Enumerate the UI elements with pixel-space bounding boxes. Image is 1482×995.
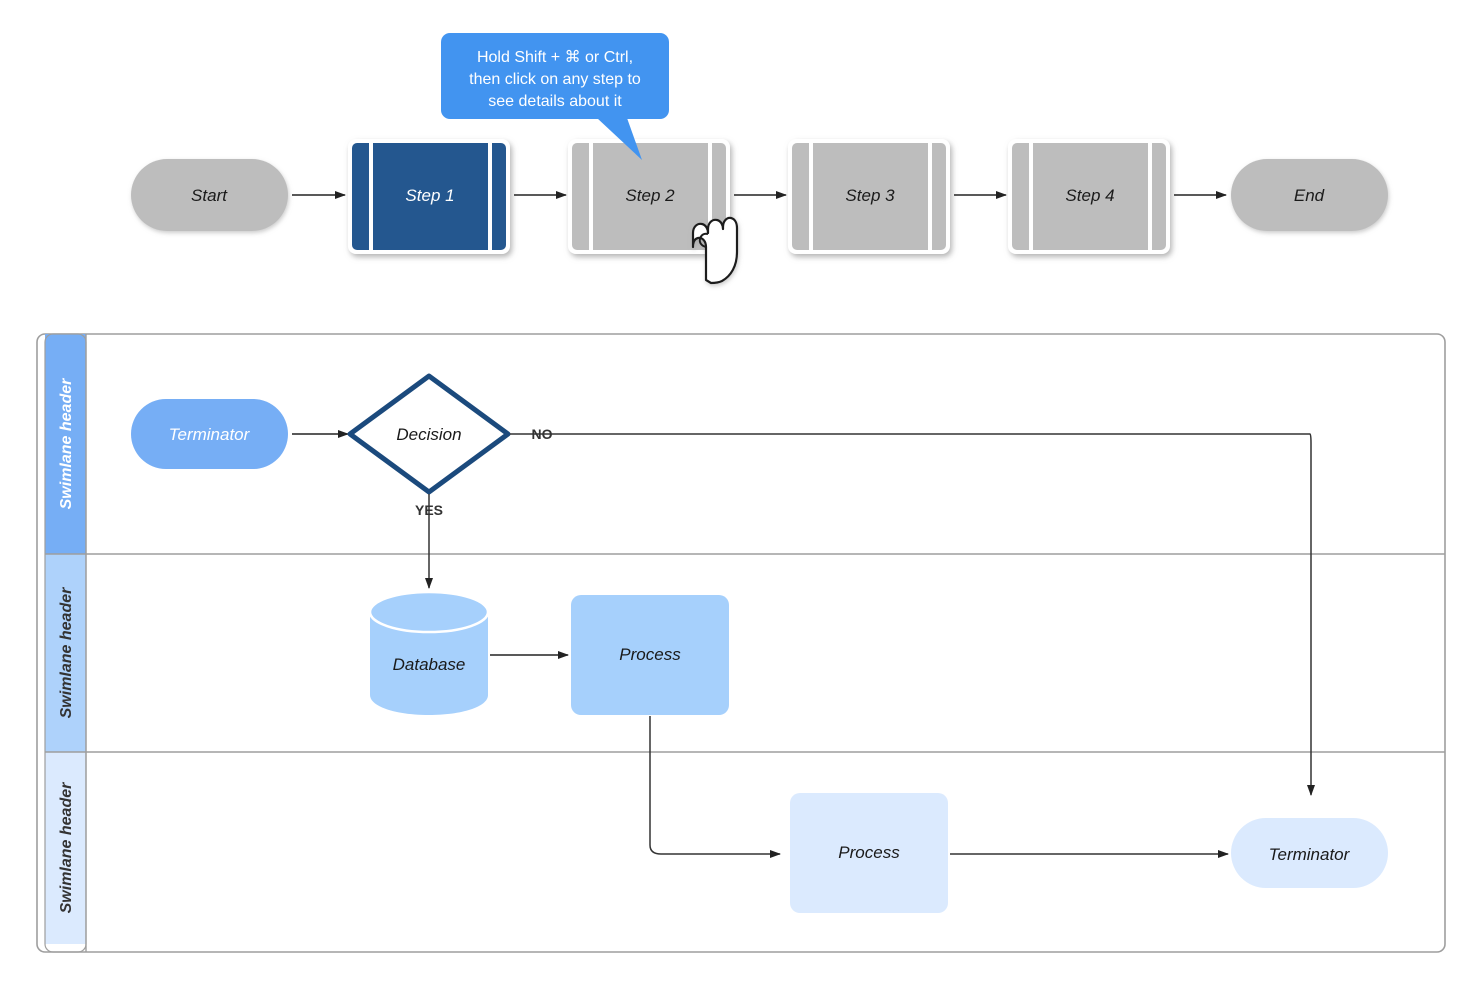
terminator2-shape [1231, 818, 1388, 888]
terminator1-label: Terminator [169, 425, 251, 444]
lane2-header-label: Swimlane header [58, 587, 75, 718]
process1-label: Process [619, 645, 681, 664]
step2-label: Step 2 [625, 186, 675, 205]
lane3-header-label: Swimlane header [58, 782, 75, 913]
decision-label: Decision [396, 425, 461, 444]
swimlane-node-terminator1[interactable]: Terminator [131, 399, 288, 469]
top-flow-node-step1[interactable]: Step 1 [348, 139, 510, 254]
edge-label-yes: YES [415, 502, 443, 518]
process1-shape [571, 595, 729, 715]
start-label: Start [191, 186, 228, 205]
terminator2-label: Terminator [1269, 845, 1351, 864]
process2-label: Process [838, 843, 900, 862]
tooltip-line-1: Hold Shift + ⌘ or Ctrl, [477, 49, 633, 66]
connector-decision-no [510, 433, 1315, 796]
swimlane-node-decision[interactable]: Decision [347, 373, 511, 495]
top-flow-node-end[interactable]: End [1231, 159, 1388, 231]
top-flow-node-start[interactable]: Start [131, 159, 288, 231]
step3-shape [792, 143, 946, 250]
database-top-ellipse [368, 590, 490, 634]
swimlane-node-terminator2[interactable]: Terminator [1231, 818, 1388, 888]
database-body [370, 612, 488, 715]
end-label: End [1294, 186, 1325, 205]
process2-shape [790, 793, 948, 913]
top-flow-node-step4[interactable]: Step 4 [1008, 139, 1170, 254]
swimlane-node-database[interactable]: Database [368, 590, 490, 715]
cursor-thumb-line [698, 232, 709, 248]
lane1-header-label: Swimlane header [58, 378, 75, 509]
database-label: Database [393, 655, 466, 674]
step4-shape [1012, 143, 1166, 250]
step1-shape [352, 143, 506, 250]
lane1-header-bg[interactable] [45, 334, 86, 554]
lane3-header-bg[interactable] [45, 752, 86, 944]
swimlane-node-process2[interactable]: Process [790, 793, 948, 913]
step1-label: Step 1 [405, 186, 454, 205]
start-shape [131, 159, 288, 231]
tooltip-callout: Hold Shift + ⌘ or Ctrl, then click on an… [441, 33, 669, 160]
terminator1-shape [131, 399, 288, 469]
tooltip-bubble [441, 33, 669, 119]
step3-label: Step 3 [845, 186, 895, 205]
pointing-hand-cursor [691, 216, 739, 285]
edge-label-no: NO [532, 426, 553, 442]
end-shape [1231, 159, 1388, 231]
swimlane-outer-border [36, 333, 1446, 953]
lane2-header-bg[interactable] [45, 554, 86, 752]
connector-process1-process2 [649, 716, 781, 858]
swimlane-container: Swimlane header Swimlane header Swimlane… [36, 333, 1446, 953]
step4-label: Step 4 [1065, 186, 1114, 205]
decision-shape [347, 373, 511, 495]
tooltip-line-2: then click on any step to [469, 71, 641, 88]
top-flow-node-step2[interactable]: Step 2 [568, 139, 730, 254]
tooltip-tail [597, 118, 642, 160]
swimlane-node-process1[interactable]: Process [571, 595, 729, 715]
tooltip-line-3: see details about it [488, 93, 622, 110]
step2-shape [572, 143, 726, 250]
top-flow-node-step3[interactable]: Step 3 [788, 139, 950, 254]
